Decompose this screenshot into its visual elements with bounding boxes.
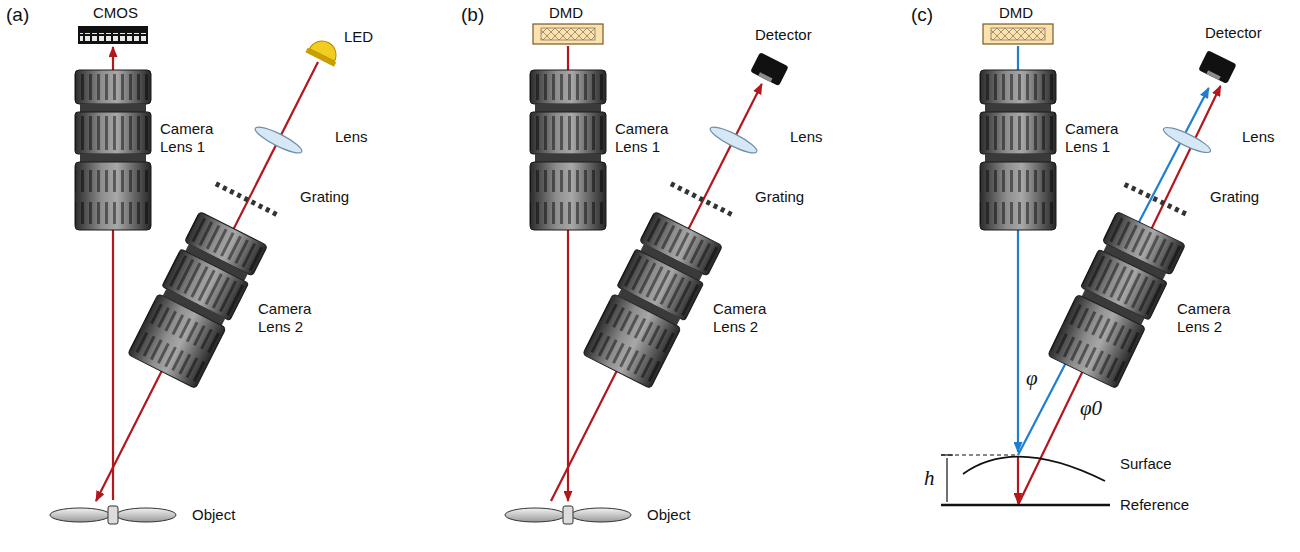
component-label: Camera Lens 1 <box>1065 120 1127 156</box>
component-label: Object <box>192 506 235 524</box>
component-label: Grating <box>300 188 349 206</box>
panel-a <box>50 26 343 524</box>
component-label: Detector <box>755 26 812 44</box>
panel-c <box>941 24 1237 505</box>
component-label: Camera Lens 2 <box>258 300 324 336</box>
component-label: DMD <box>999 4 1033 22</box>
angle-symbol: φ <box>1026 366 1038 390</box>
surface-label: Surface <box>1120 455 1172 473</box>
component-label: Lens <box>335 128 368 146</box>
panel-label: (c) <box>911 4 933 26</box>
angle-symbol: φ0 <box>1080 396 1102 420</box>
component-label: Object <box>647 506 690 524</box>
panel-label: (b) <box>461 4 484 26</box>
component-label: Camera Lens 2 <box>1177 300 1243 336</box>
component-label: Camera Lens 1 <box>615 120 677 156</box>
component-label: Detector <box>1205 24 1262 42</box>
panel-b <box>505 24 789 524</box>
dimension-symbol: h <box>924 466 935 490</box>
component-label: DMD <box>549 4 583 22</box>
panel-label: (a) <box>6 4 29 26</box>
reference-label: Reference <box>1120 496 1189 514</box>
component-label: CMOS <box>93 4 138 22</box>
component-label: LED <box>344 28 373 46</box>
component-label: Camera Lens 1 <box>160 120 222 156</box>
component-label: Grating <box>1210 188 1259 206</box>
component-label: Lens <box>790 128 823 146</box>
component-label: Lens <box>1242 128 1275 146</box>
component-label: Grating <box>755 188 804 206</box>
component-label: Camera Lens 2 <box>713 300 779 336</box>
